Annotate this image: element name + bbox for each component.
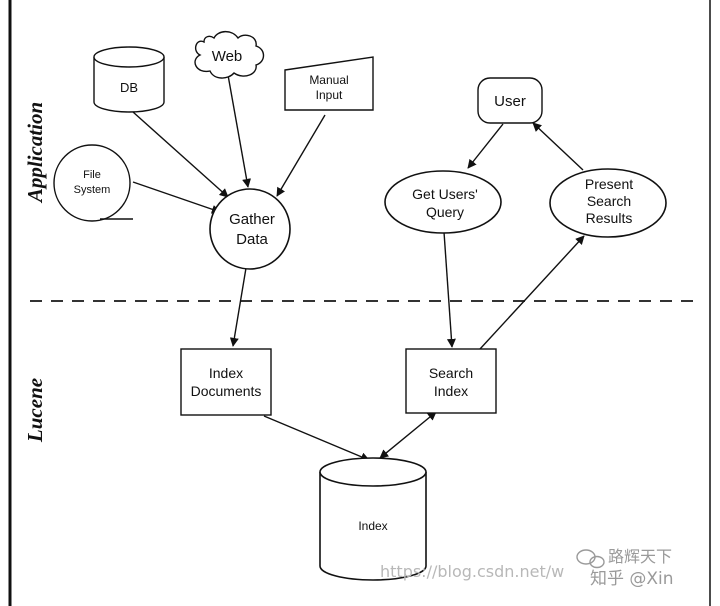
gather-data-node: Gather Data (209, 188, 291, 270)
edge-manual-gather (276, 114, 326, 197)
watermark: https://blog.csdn.net/w 路辉天下 知乎 @Xin (380, 547, 674, 589)
edge-filesystem-gather (132, 181, 221, 214)
search-index-label-2: Index (434, 383, 468, 399)
manual-input-label-2: Input (316, 88, 343, 102)
manual-input-node: Manual Input (284, 56, 374, 111)
application-label: Application (23, 102, 47, 204)
get-users-query-label-2: Query (426, 204, 464, 220)
search-index-label-1: Search (429, 365, 473, 381)
web-label: Web (212, 48, 243, 65)
edge-gather-indexdocs (229, 267, 247, 347)
index-documents-label-2: Documents (191, 383, 262, 399)
db-label: DB (120, 80, 138, 95)
edge-searchindex-index (379, 411, 437, 459)
index-label: Index (358, 519, 387, 533)
user-label: User (494, 93, 526, 110)
edge-query-searchindex (443, 231, 456, 348)
web-node: Web (194, 30, 265, 79)
gather-data-label-2: Data (236, 231, 268, 248)
present-search-results-label-1: Present (585, 176, 633, 192)
search-index-node: Search Index (405, 348, 497, 414)
index-documents-node: Index Documents (180, 348, 272, 416)
edges (132, 74, 585, 462)
edge-web-gather (227, 74, 252, 188)
edge-results-user (532, 122, 584, 171)
edge-indexdocs-index (263, 415, 370, 462)
get-users-query-node: Get Users' Query (384, 170, 502, 234)
wechat-icon (576, 549, 605, 569)
file-system-node: File System (53, 144, 133, 222)
brand-watermark: 路辉天下 (608, 547, 672, 566)
lucene-label: Lucene (23, 378, 47, 443)
manual-input-label-1: Manual (309, 73, 348, 87)
present-search-results-node: Present Search Results (549, 168, 667, 238)
file-system-label-2: System (74, 184, 111, 196)
file-system-label-1: File (83, 169, 101, 181)
get-users-query-label-1: Get Users' (412, 186, 478, 202)
present-search-results-label-3: Results (586, 210, 633, 226)
present-search-results-label-2: Search (587, 193, 631, 209)
edge-user-query (467, 123, 504, 169)
edge-db-gather (132, 111, 229, 198)
user-node: User (477, 77, 543, 124)
zhihu-watermark: 知乎 @Xin (590, 569, 674, 589)
db-node: DB (93, 46, 165, 113)
index-documents-label-1: Index (209, 365, 243, 381)
csdn-watermark: https://blog.csdn.net/w (380, 562, 564, 581)
edge-searchindex-results (479, 235, 585, 350)
gather-data-label-1: Gather (229, 211, 275, 228)
index-node: Index (319, 457, 427, 581)
